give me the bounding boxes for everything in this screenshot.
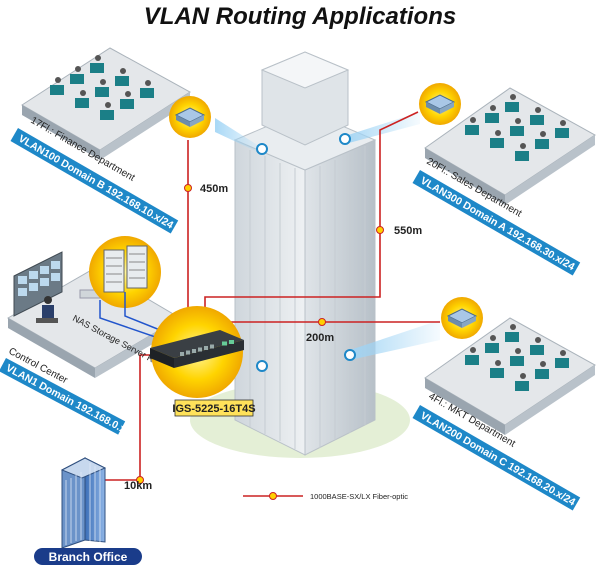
sales-link-marker: [376, 226, 384, 234]
mkt-distance: 200m: [306, 332, 334, 344]
finance-beam: [215, 118, 262, 154]
switch-model-badge: [174, 399, 254, 417]
office-tower: [233, 51, 377, 456]
legend-fiber-marker: [269, 492, 277, 500]
legend-fiber-label: 1000BASE-SX/LX Fiber-optic: [310, 492, 408, 501]
sales-office: [424, 87, 596, 205]
ground-floor-node: [256, 360, 268, 372]
finance-switch-icon: [174, 107, 206, 127]
mkt-floor-node: [344, 349, 356, 361]
mkt-office: [424, 317, 596, 435]
switch-model-label: IGS-5225-16T4S: [172, 403, 255, 415]
operator: [36, 296, 58, 323]
finance-link-marker: [184, 184, 192, 192]
sales-distance: 550m: [394, 225, 422, 237]
finance-distance: 450m: [200, 183, 228, 195]
mkt-beam: [350, 320, 440, 360]
control-vlan-label: VLAN1 Domain 192.168.0.x: [4, 362, 128, 436]
branch-distance: 10km: [124, 480, 152, 492]
sales-floor-node: [339, 133, 351, 145]
finance-floor-node: [256, 143, 268, 155]
legend: 1000BASE-SX/LX Fiber-optic: [243, 492, 408, 501]
diagram-title: VLAN Routing Applications: [144, 3, 456, 30]
control-vlan-banner: VLAN1 Domain 192.168.0.x: [0, 358, 128, 436]
server-rack-icon: [103, 245, 148, 293]
mkt-switch-icon: [446, 308, 478, 328]
sales-switch-icon: [424, 94, 456, 114]
branch-office-badge: [34, 548, 142, 565]
branch-building: [60, 457, 107, 549]
core-switch-icon: [150, 330, 244, 368]
mkt-link-marker: [318, 318, 326, 326]
branch-office-label: Branch Office: [49, 550, 128, 564]
finance-office: [21, 47, 191, 160]
video-wall: [13, 251, 63, 317]
branch-link-marker: [136, 476, 144, 484]
